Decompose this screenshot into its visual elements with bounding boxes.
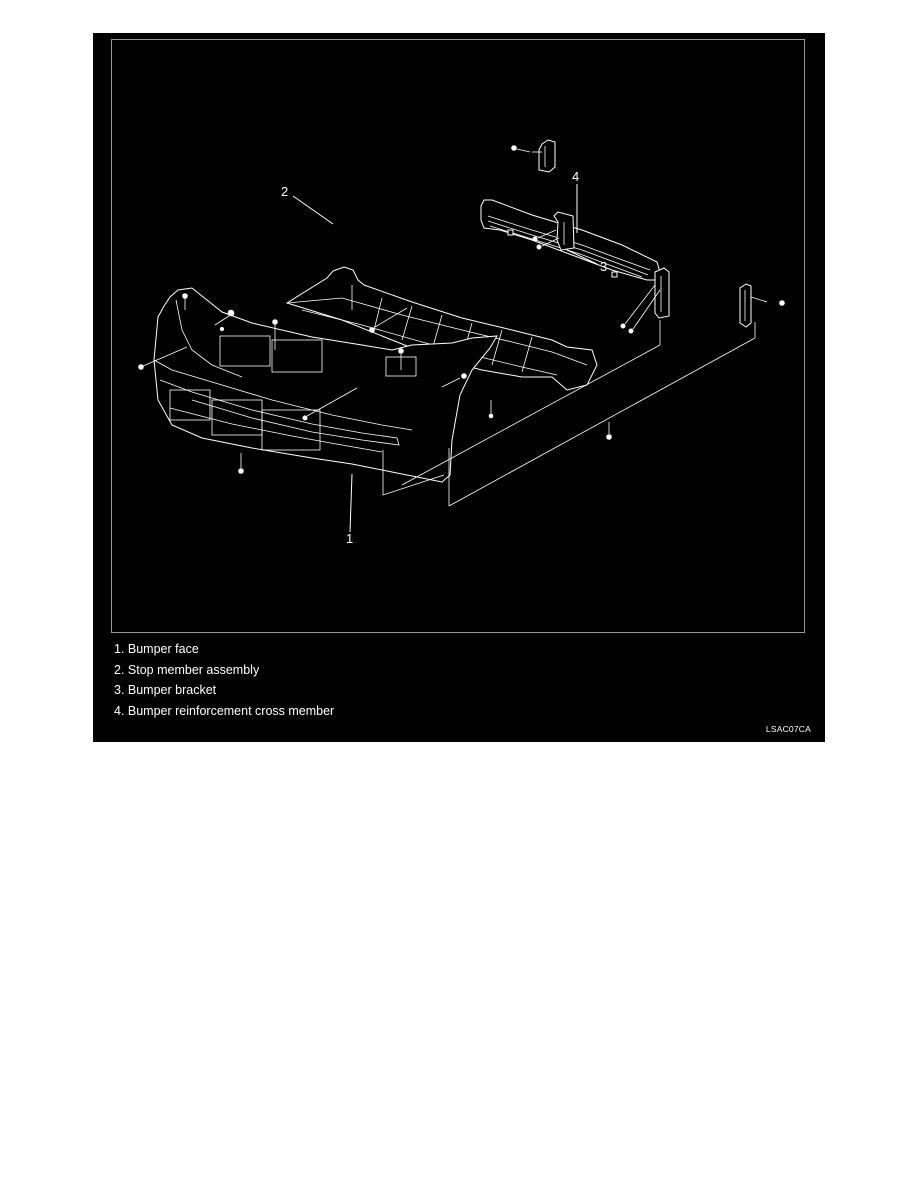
fasteners: [138, 293, 612, 474]
bumper-face: [153, 287, 498, 483]
diagram-frame: 4 3: [111, 39, 805, 633]
legend-item: 2. Stop member assembly: [114, 662, 260, 677]
legend-item: 3. Bumper bracket: [114, 683, 217, 697]
stop-member-assembly: [285, 266, 598, 391]
callout-1-leader: [349, 473, 353, 533]
bumper-bracket-top: [511, 139, 556, 173]
bumper-bracket-right-inner: [620, 267, 670, 334]
callout-1: 1: [346, 531, 353, 546]
exploded-parts-diagram: 4 3: [138, 139, 785, 546]
parts-legend: 1. Bumper face 2. Stop member assembly 3…: [114, 639, 334, 721]
legend-item: 1. Bumper face: [114, 642, 199, 656]
callout-3: 3: [600, 259, 607, 274]
figure-panel: 4 3: [93, 33, 825, 742]
callout-4: 4: [572, 169, 579, 184]
callout-3-leader: [566, 249, 598, 265]
bumper-bracket-middle: [532, 211, 575, 251]
callout-2-leader: [292, 195, 334, 225]
assembly-guide-lines: [382, 320, 756, 507]
bumper-bracket-right-outer: [739, 283, 785, 328]
legend-item: 4. Bumper reinforcement cross member: [114, 703, 335, 718]
figure-code: LSAC07CA: [765, 724, 811, 734]
callout-2: 2: [281, 184, 288, 199]
